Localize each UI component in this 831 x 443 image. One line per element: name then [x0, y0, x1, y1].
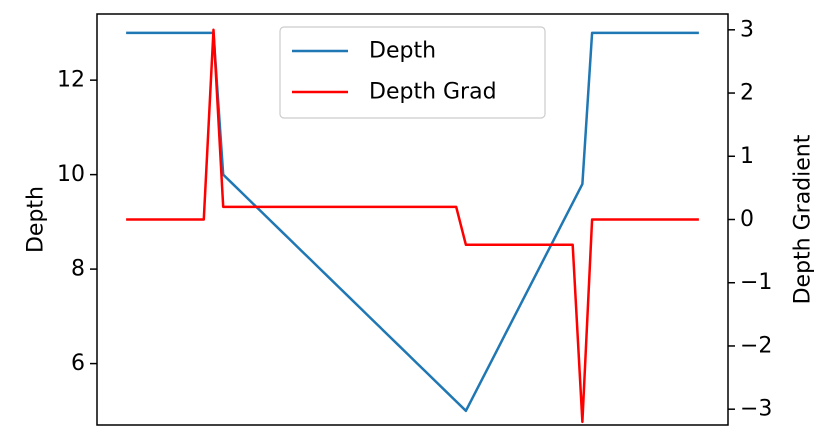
right-tick-label: −3 — [740, 397, 772, 422]
right-y-axis-label: Depth Gradient — [791, 134, 816, 304]
left-y-axis: 6 8 10 12 — [57, 68, 97, 376]
right-y-axis: −3 −2 −1 0 1 2 3 — [728, 17, 772, 422]
legend-label-depth: Depth — [369, 39, 436, 64]
left-tick-label: 12 — [57, 68, 85, 93]
left-tick-label: 8 — [71, 257, 85, 282]
right-tick-label: 1 — [740, 144, 754, 169]
series-line-1 — [126, 28, 699, 424]
legend: Depth Depth Grad — [279, 26, 546, 119]
left-tick-label: 6 — [71, 351, 85, 376]
right-tick-label: −2 — [740, 333, 772, 358]
left-y-axis-label: Depth — [24, 186, 49, 253]
right-tick-label: 0 — [740, 207, 754, 232]
series-layer — [126, 28, 699, 424]
right-tick-label: −1 — [740, 270, 772, 295]
legend-label-depth-grad: Depth Grad — [369, 80, 497, 105]
series-line-0 — [126, 31, 699, 413]
left-tick-label: 10 — [57, 162, 85, 187]
right-tick-label: 3 — [740, 17, 754, 42]
right-tick-label: 2 — [740, 81, 754, 106]
